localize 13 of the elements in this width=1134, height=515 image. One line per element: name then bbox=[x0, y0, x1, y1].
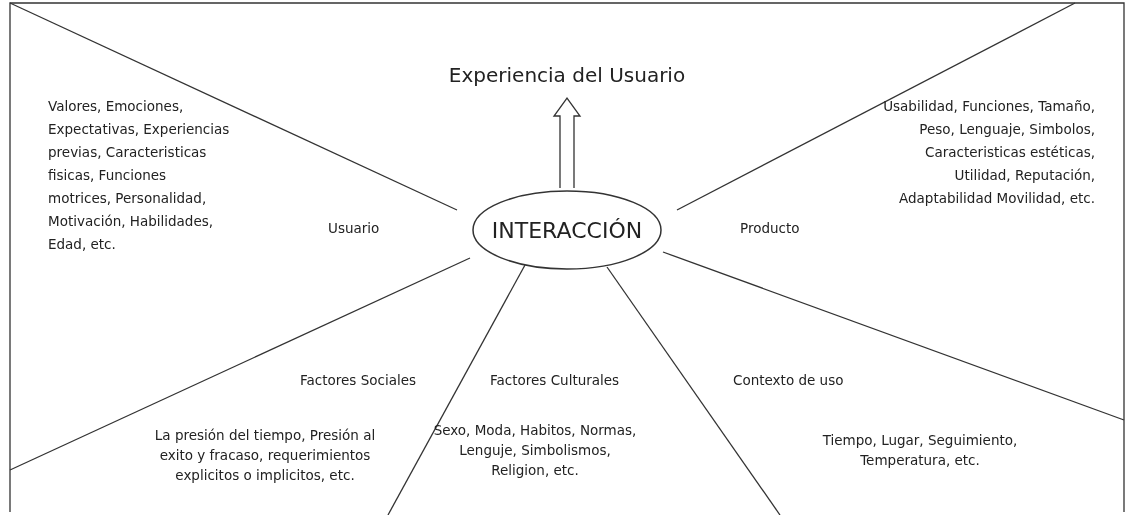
block-arrow bbox=[552, 96, 582, 189]
attribute-list: Valores, Emociones, Expectativas, Experiencias previas, Caracteristicas fisicas, Funciones motrices, Personalidad, Motivación, Habilidades, Edad, etc. bbox=[48, 95, 233, 256]
sector-label: Factores Sociales bbox=[300, 371, 418, 390]
attribute-list: La presión del tiempo, Presión al exito y fracaso, requerimientos explicitos o implicitos, etc. bbox=[150, 425, 380, 485]
attribute-list: Usabilidad, Funciones, Tamaño, Peso, Lenguaje, Simbolos, Caracteristicas estéticas, Utilidad, Reputación, Adaptabilidad Movilidad, etc. bbox=[875, 95, 1095, 210]
heading-text: Experiencia del Usuario bbox=[448, 63, 686, 87]
sector-label: Contexto de uso bbox=[733, 371, 845, 390]
sector-label: Producto bbox=[740, 219, 801, 238]
attribute-list: Tiempo, Lugar, Seguimiento, Temperatura, etc. bbox=[795, 430, 1045, 470]
node-label: INTERACCIÓN bbox=[491, 217, 643, 243]
sector-label: Factores Culturales bbox=[490, 371, 621, 390]
sector-label: Usuario bbox=[328, 219, 381, 238]
attribute-list: Sexo, Moda, Habitos, Normas, Lenguje, Simbolismos, Religion, etc. bbox=[430, 420, 640, 480]
